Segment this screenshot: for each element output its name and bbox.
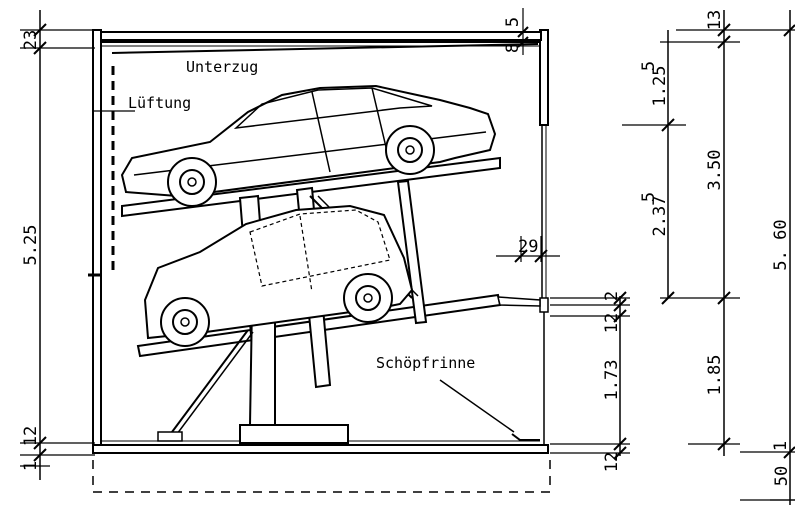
dim-350: 3.50	[705, 150, 725, 191]
dimension-29: 29	[496, 236, 560, 263]
gutter-icon	[511, 433, 540, 441]
dim-left-12: 12	[21, 426, 41, 446]
dimension-top-right: 5 8	[503, 8, 530, 55]
unterzug-beam	[111, 43, 539, 54]
dimension-chain-col1: 1.25 5 2.37 5 2 12 1.73 12	[550, 30, 686, 472]
foundation-outline	[92, 460, 551, 493]
base-pedestal	[239, 424, 349, 444]
dim-185: 1.85	[705, 355, 725, 396]
dim-left-525: 5.25	[21, 225, 41, 266]
dimension-chain-col2: 13 3.50 1.85 50	[660, 10, 795, 501]
ceiling-beam	[100, 31, 542, 41]
dim-col3-1: 1	[771, 441, 791, 451]
left-wall	[92, 29, 102, 453]
dim-173: 1.73	[602, 360, 622, 401]
dim-12-lower: 12	[602, 452, 622, 472]
dim-2375-sup: 5	[639, 192, 659, 202]
dim-12-upper: 12	[602, 313, 622, 333]
dim-top-8: 8	[503, 43, 523, 53]
hydraulic-cylinder	[171, 329, 249, 433]
dim-2375: 2.37	[650, 196, 670, 237]
right-wall-upper	[539, 29, 549, 126]
dim-29: 29	[518, 237, 538, 257]
lower-car-hatchback	[143, 204, 414, 347]
upper-car-sedan	[120, 84, 497, 207]
dim-2: 2	[602, 291, 622, 301]
leader-line-schoepfrinne	[439, 379, 515, 433]
floor-slab	[92, 444, 549, 454]
dim-560: 5. 60	[771, 219, 791, 270]
dim-left-23: 23	[21, 30, 41, 50]
dim-left-1: 1	[21, 461, 41, 471]
dim-125: 1.25	[650, 66, 670, 107]
dim-125-sup: 5	[639, 61, 659, 71]
dimension-chain-left: 23 5.25 12 1	[20, 10, 95, 480]
dim-13: 13	[705, 10, 725, 30]
pit-structure	[88, 29, 551, 493]
label-lueftung: Lüftung	[128, 94, 191, 112]
label-unterzug: Unterzug	[186, 58, 258, 76]
label-schoepfrinne: Schöpfrinne	[376, 354, 475, 372]
dim-top-5: 5	[503, 17, 523, 27]
lift-strut	[396, 179, 428, 325]
dimension-chain-col3: 5. 60 1	[770, 10, 795, 505]
dim-50: 50	[772, 466, 792, 486]
